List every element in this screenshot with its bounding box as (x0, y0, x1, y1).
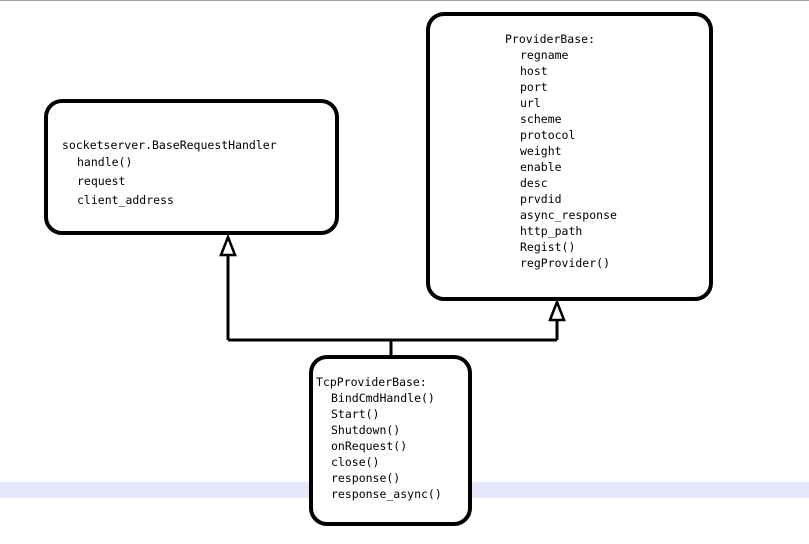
member-item: port (520, 80, 548, 94)
member-item: request (77, 174, 126, 188)
member-item: desc (520, 176, 548, 190)
member-item: Start() (331, 407, 380, 421)
member-item: client_address (77, 193, 174, 207)
member-item: Regist() (520, 240, 576, 254)
member-item: Shutdown() (331, 423, 401, 437)
class-name: socketserver.BaseRequestHandler (62, 138, 277, 152)
member-item: url (520, 96, 541, 110)
member-item: protocol (520, 128, 576, 142)
member-item: close() (331, 455, 380, 469)
member-item: response() (331, 471, 401, 485)
member-item: onRequest() (331, 439, 408, 453)
member-item: async_response (520, 208, 617, 222)
class-box-tcp-provider-base[interactable]: TcpProviderBase: BindCmdHandle() Start()… (309, 355, 472, 526)
member-item: regname (520, 48, 569, 62)
member-item: response_async() (331, 487, 442, 501)
member-item: BindCmdHandle() (331, 391, 435, 405)
class-name: TcpProviderBase: (316, 375, 427, 389)
top-border (0, 0, 809, 1)
member-item: regProvider() (520, 256, 611, 270)
member-item: enable (520, 160, 562, 174)
inheritance-arrowhead-handler (219, 233, 237, 257)
member-item: prvdid (520, 192, 562, 206)
class-box-base-request-handler[interactable]: socketserver.BaseRequestHandler handle()… (44, 99, 339, 235)
class-name: ProviderBase: (505, 32, 596, 46)
member-item: weight (520, 144, 562, 158)
inheritance-arrowhead-provider (548, 298, 566, 322)
member-item: host (520, 64, 548, 78)
member-item: http_path (520, 224, 583, 238)
member-item: scheme (520, 112, 562, 126)
class-box-provider-base[interactable]: ProviderBase: regname host port url sche… (426, 12, 713, 301)
member-item: handle() (77, 155, 133, 169)
